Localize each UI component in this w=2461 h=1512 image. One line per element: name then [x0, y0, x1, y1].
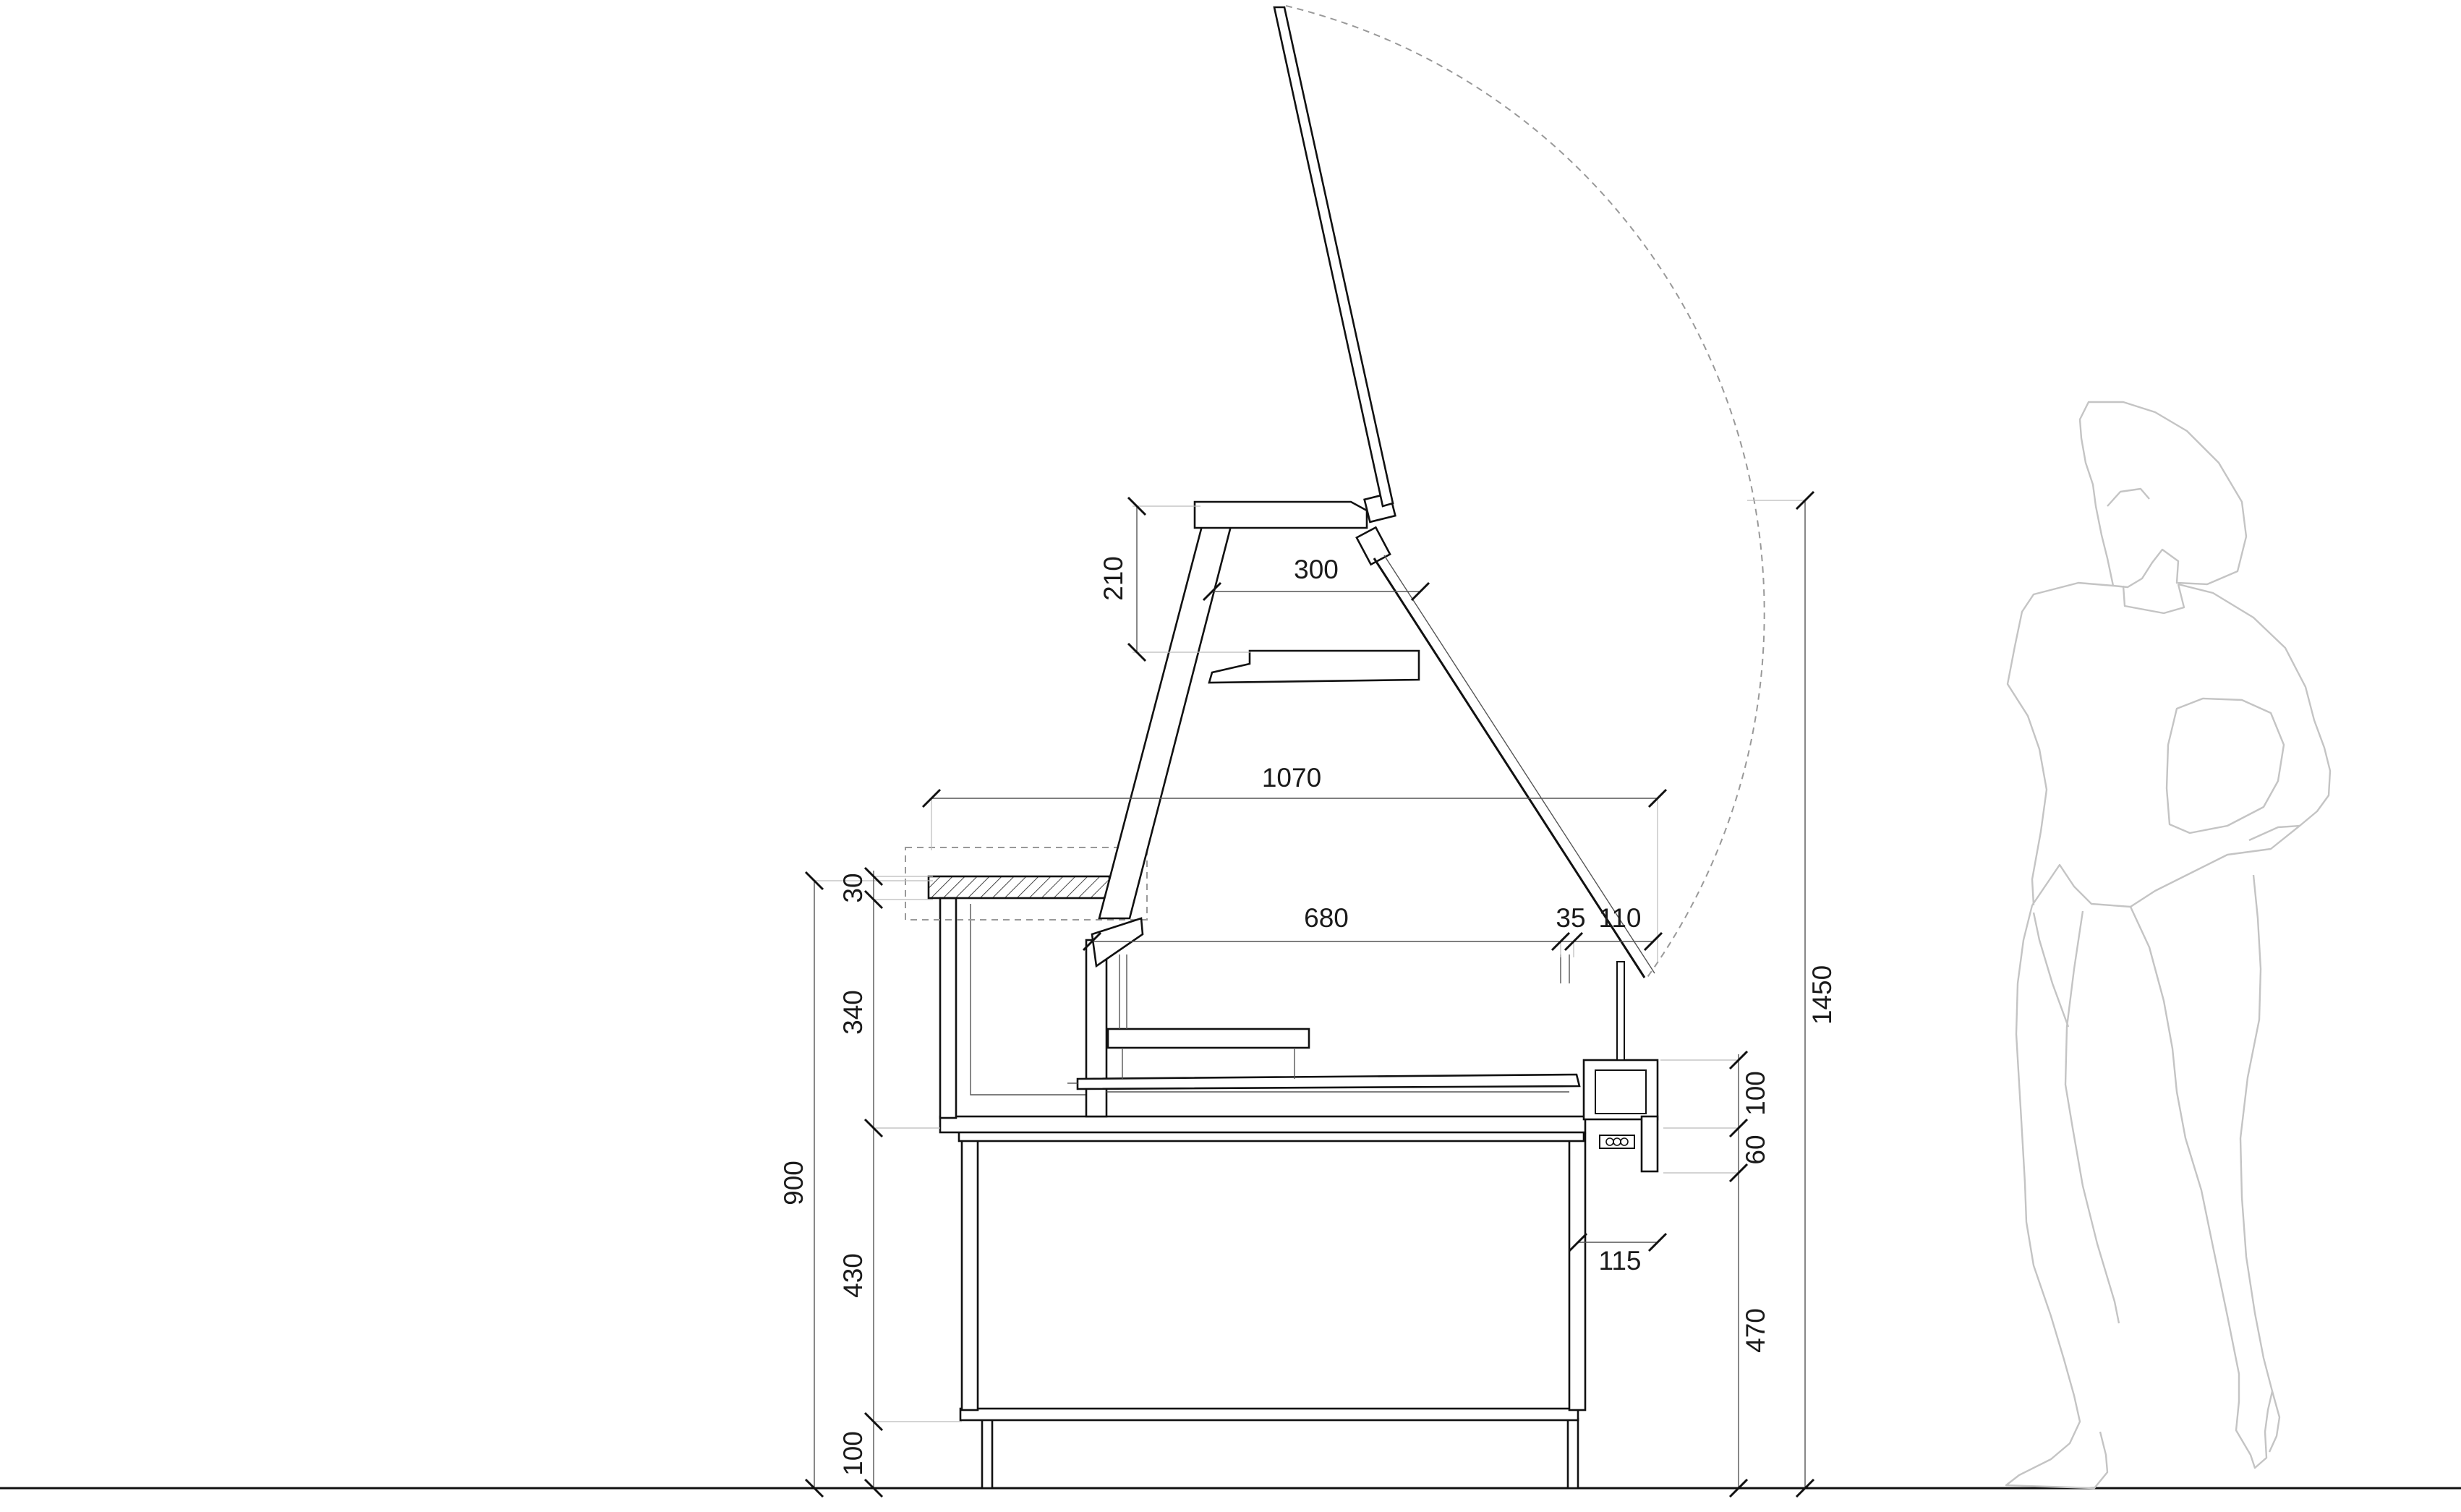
dim-115: 115 [1599, 1246, 1642, 1276]
dim-100-right: 100 [1741, 1071, 1770, 1116]
dim-210: 210 [1099, 556, 1128, 601]
dim-470: 470 [1741, 1308, 1770, 1353]
dim-900: 900 [779, 1161, 809, 1205]
dim-340: 340 [838, 990, 868, 1035]
counter-body [905, 847, 1659, 1490]
dim-680: 680 [1304, 903, 1349, 933]
dim-1070: 1070 [1262, 763, 1321, 793]
dim-60: 60 [1741, 1135, 1770, 1164]
dim-100-base: 100 [838, 1431, 868, 1476]
display-frame [1091, 5, 1765, 980]
dim-30: 30 [838, 873, 868, 902]
dim-300: 300 [1294, 555, 1339, 584]
dimension-lines [804, 490, 1815, 1498]
dim-430: 430 [838, 1253, 868, 1298]
dim-1450: 1450 [1807, 965, 1837, 1025]
human-figure [2005, 401, 2332, 1490]
dim-110: 110 [1599, 903, 1642, 933]
dimension-labels: 210 300 1070 680 35 110 30 340 900 430 1… [779, 555, 1837, 1476]
dim-35: 35 [1556, 903, 1585, 933]
